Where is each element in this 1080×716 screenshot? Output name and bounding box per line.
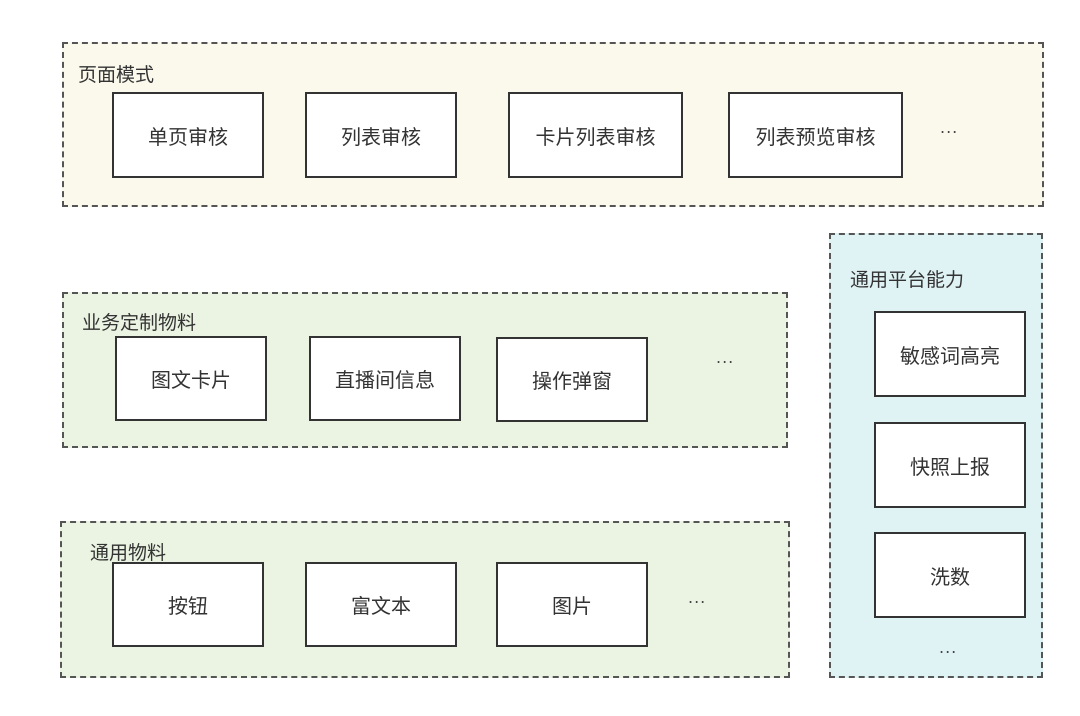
sensitive-word-highlight-box: 敏感词高亮 (874, 311, 1026, 397)
image-text-card-box: 图文卡片 (115, 336, 267, 421)
card-list-review-box: 卡片列表审核 (508, 92, 683, 178)
button-material-box: 按钮 (112, 562, 264, 647)
platform-capabilities-more: ... (939, 638, 958, 657)
platform-capabilities-group-title: 通用平台能力 (850, 269, 965, 291)
rich-text-material-box: 富文本 (305, 562, 457, 647)
common-materials-group-title: 通用物料 (90, 542, 167, 564)
snapshot-report-box: 快照上报 (874, 422, 1026, 508)
live-room-info-box: 直播间信息 (309, 336, 461, 421)
image-material-box: 图片 (496, 562, 648, 647)
business-materials-more: ... (716, 348, 735, 367)
list-review-box: 列表审核 (305, 92, 457, 178)
list-preview-review-box: 列表预览审核 (728, 92, 903, 178)
action-popup-box: 操作弹窗 (496, 337, 648, 422)
common-materials-more: ... (688, 588, 707, 607)
data-cleaning-box: 洗数 (874, 532, 1026, 618)
single-page-review-box: 单页审核 (112, 92, 264, 178)
page-mode-more: ... (940, 118, 959, 137)
page-mode-group-title: 页面模式 (78, 64, 155, 86)
business-materials-group-title: 业务定制物料 (82, 312, 197, 334)
